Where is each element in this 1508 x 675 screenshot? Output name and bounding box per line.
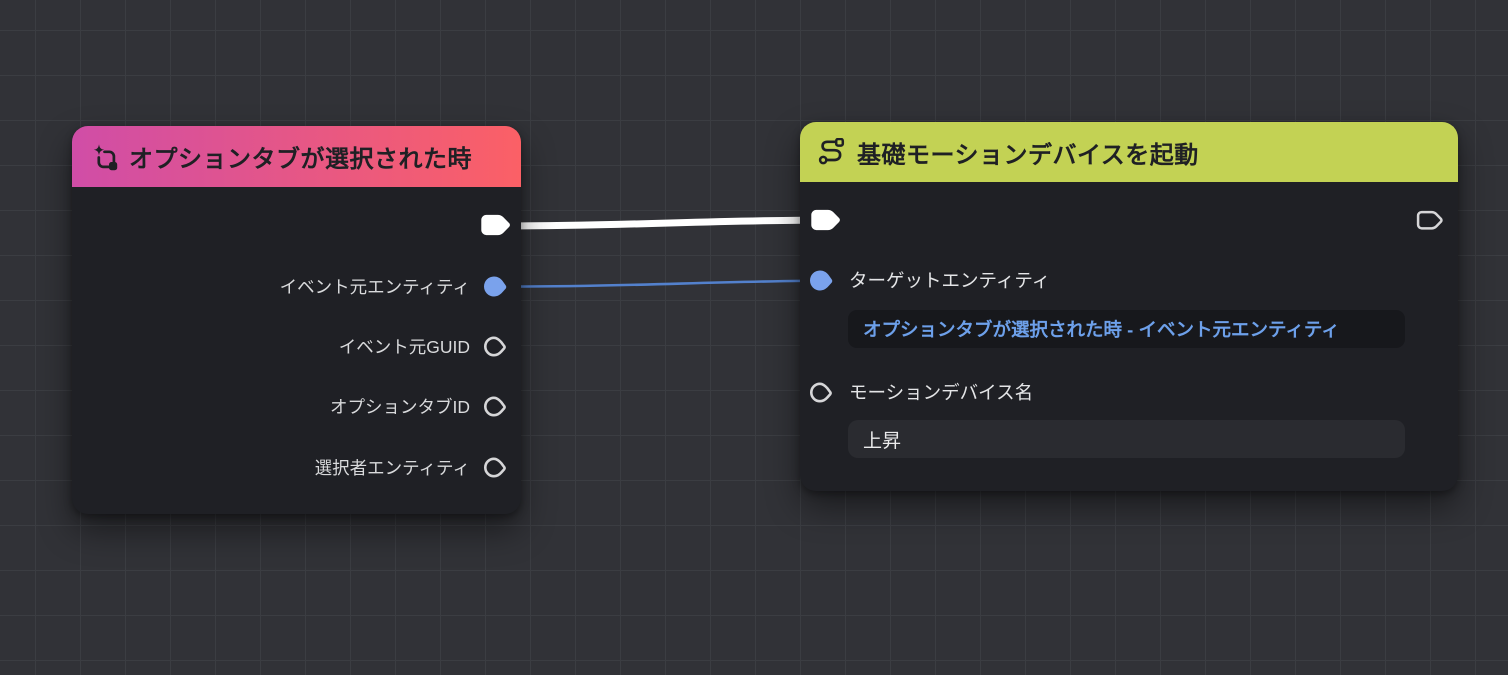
exec-connection[interactable]: [500, 216, 840, 230]
input-row: モーションデバイス名: [809, 378, 1033, 406]
exec-output-port[interactable]: [479, 212, 512, 238]
output-row: イベント元GUID: [339, 332, 510, 360]
action-node[interactable]: 基礎モーションデバイスを起動 ターゲットエンティティ オプションタブ: [800, 122, 1458, 491]
linked-value-text: オプションタブが選択された時 - イベント元エンティティ: [863, 319, 1340, 340]
value-output-port[interactable]: [483, 456, 510, 479]
event-node-header[interactable]: オプションタブが選択された時: [72, 126, 521, 187]
output-port-label: イベント元GUID: [338, 336, 470, 357]
device-name-input[interactable]: [848, 420, 1405, 458]
output-row: 選択者エンティティ: [315, 453, 510, 481]
exec-input-port[interactable]: [809, 207, 842, 233]
output-port-label: イベント元エンティティ: [279, 276, 470, 297]
output-port-label: オプションタブID: [330, 396, 470, 417]
entity-input-port[interactable]: [809, 269, 836, 292]
sparkle-frame-icon: [90, 143, 118, 171]
event-node-title: オプションタブが選択された時: [129, 146, 472, 173]
linked-value-chip[interactable]: オプションタブが選択された時 - イベント元エンティティ: [848, 310, 1405, 348]
exec-output-port[interactable]: [1415, 208, 1445, 232]
entity-connection[interactable]: [502, 279, 838, 288]
exec-output-row: [479, 211, 512, 239]
value-output-port[interactable]: [483, 395, 510, 418]
exec-output-row: [1415, 206, 1445, 234]
input-port-label: ターゲットエンティティ: [849, 270, 1051, 291]
event-node[interactable]: オプションタブが選択された時 イベント元エンティティ イベント元GUID: [72, 126, 521, 514]
output-port-label: 選択者エンティティ: [314, 457, 470, 478]
route-icon: [818, 138, 846, 166]
action-node-title: 基礎モーションデバイスを起動: [857, 141, 1199, 169]
action-node-header[interactable]: 基礎モーションデバイスを起動: [800, 122, 1458, 182]
value-output-port[interactable]: [483, 335, 510, 358]
input-port-label: モーションデバイス名: [849, 382, 1034, 403]
exec-input-row: [809, 206, 842, 234]
entity-output-port[interactable]: [483, 275, 510, 298]
output-row: イベント元エンティティ: [280, 272, 510, 300]
input-row: ターゲットエンティティ: [809, 266, 1050, 294]
value-input-port[interactable]: [809, 381, 836, 404]
output-row: オプションタブID: [330, 392, 510, 420]
